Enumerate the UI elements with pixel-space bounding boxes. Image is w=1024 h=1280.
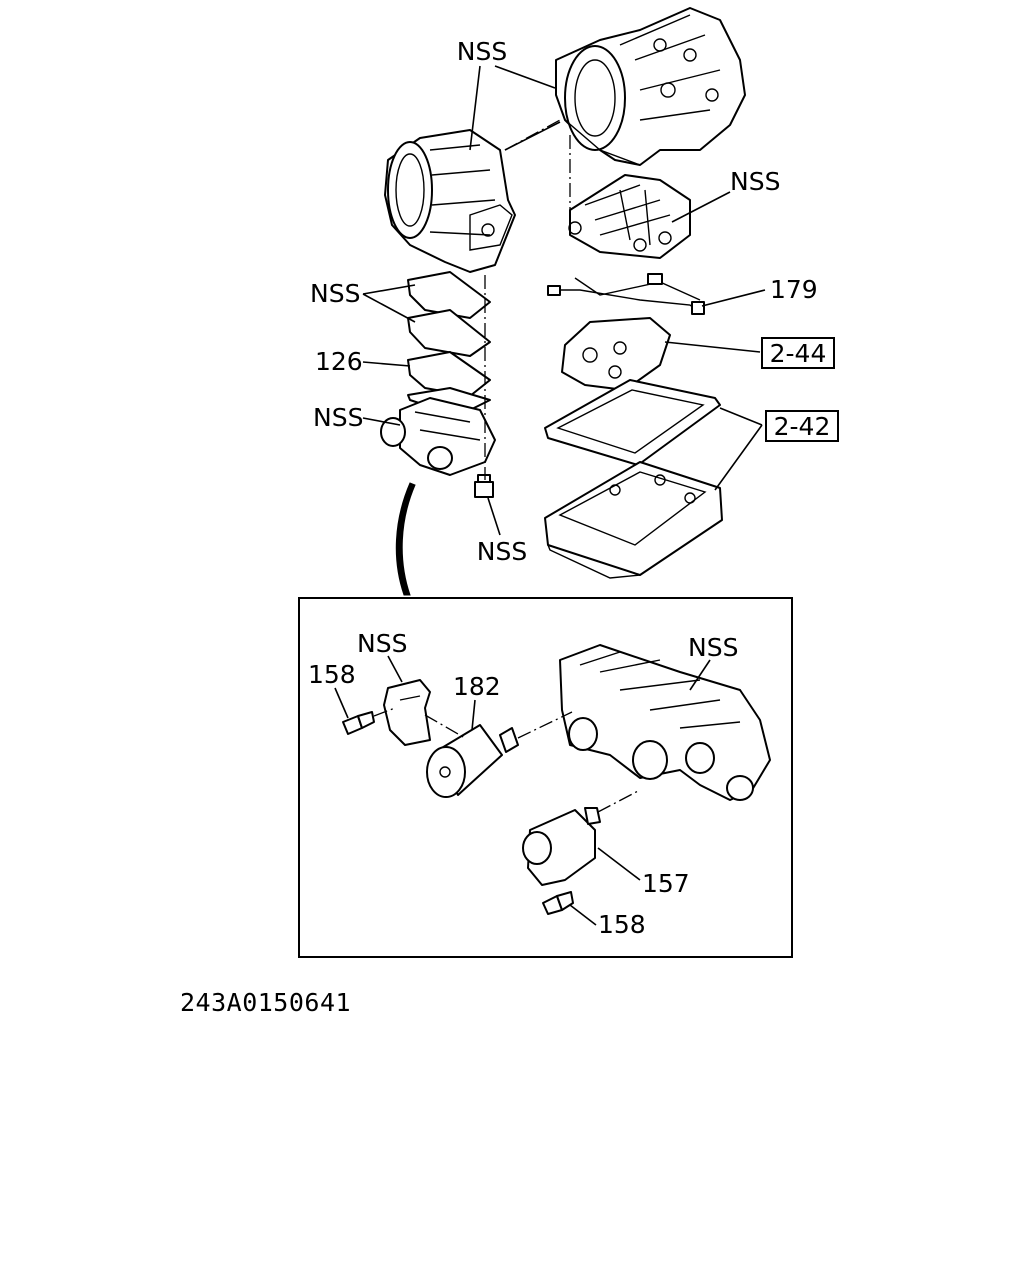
- detail-solenoid-157: [522, 807, 601, 886]
- detail-leader-lines: [334, 655, 711, 926]
- label-filter-ref: 2-44: [770, 339, 827, 368]
- bolt-lower: [474, 474, 494, 498]
- detail-frame: [298, 597, 793, 958]
- detail-bolt-bottom: [542, 891, 574, 915]
- label-harness: 179: [770, 275, 818, 304]
- detail-pointer: [395, 482, 416, 596]
- detail-alignment-lines: [373, 707, 641, 813]
- label-valve-body-upper: NSS: [730, 167, 780, 196]
- label-case-top: NSS: [457, 37, 507, 66]
- bell-housing: [384, 129, 516, 273]
- label-valve-body-lower: NSS: [313, 403, 363, 432]
- separator-plates: [407, 271, 491, 411]
- ref-box-pan[interactable]: [765, 410, 839, 442]
- drawing-code: 243A0150641: [180, 988, 352, 1017]
- label-detail-bracket: NSS: [357, 629, 407, 658]
- upper-valve-body: [568, 174, 691, 259]
- label-detail-solenoid-top: 182: [453, 672, 501, 701]
- detail-solenoid-182: [426, 724, 519, 798]
- label-gasket: 126: [315, 347, 363, 376]
- filter: [561, 317, 671, 391]
- label-detail-solenoid-bottom: 157: [642, 869, 690, 898]
- label-detail-bolt-top: 158: [308, 660, 356, 689]
- lower-valve-body: [380, 397, 496, 476]
- detail-bracket: [383, 679, 431, 746]
- label-detail-body: NSS: [688, 633, 738, 662]
- detail-valve-body: [559, 644, 771, 801]
- label-bolt-lower: NSS: [477, 537, 527, 566]
- oil-pan: [544, 461, 723, 579]
- label-detail-bolt-bottom: 158: [598, 910, 646, 939]
- wiring-harness: [547, 273, 705, 315]
- transmission-case: [555, 7, 746, 166]
- ref-box-filter[interactable]: [761, 337, 835, 369]
- label-plates-group: NSS: [310, 279, 360, 308]
- label-pan-ref: 2-42: [774, 412, 831, 441]
- leader-lines: [362, 65, 766, 536]
- detail-bolt-top: [342, 711, 375, 735]
- pan-gasket: [544, 379, 721, 466]
